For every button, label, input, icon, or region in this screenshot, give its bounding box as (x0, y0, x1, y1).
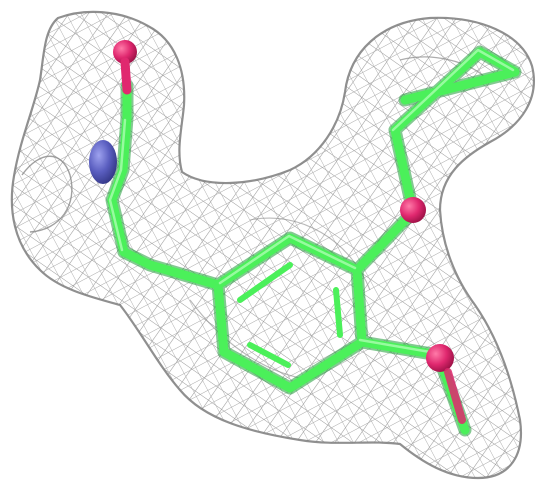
ring-inner-bonds (237, 262, 343, 368)
bond-ether (352, 207, 418, 275)
bond-to-ring (119, 247, 223, 290)
oxygen-bond-methoxy (444, 368, 466, 424)
bond-highlights (108, 48, 515, 355)
oxygen-atom-methoxy (426, 344, 454, 372)
bond-chain (107, 113, 132, 257)
oxygen-atom-ether (400, 197, 426, 223)
oxygen-bond-top (120, 57, 132, 95)
oxygen-atom-top (113, 40, 137, 64)
atoms (89, 40, 466, 424)
nitrogen-atom (89, 140, 117, 184)
